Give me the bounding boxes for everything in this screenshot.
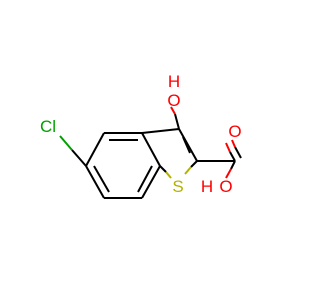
- bond-c3-c2-inner: [182, 136, 191, 154]
- acid-oxygen-label: O: [219, 177, 232, 196]
- carbonyl-oxygen-label: O: [228, 122, 241, 141]
- bond-c4-c5: [85, 132, 105, 167]
- bond-c2-s-carbon: [190, 160, 198, 168]
- bond-c7a-c4a: [141, 132, 161, 167]
- bond-c7-c7a-inner: [137, 165, 153, 193]
- bond-c7a-s-carbon: [159, 165, 167, 173]
- bond-cooh-oh-carbon: [230, 160, 236, 170]
- bond-c5-c6: [85, 165, 105, 199]
- hydroxyl-oxygen-label: O: [167, 91, 180, 110]
- bond-c5-cl-carbon: [71, 149, 87, 167]
- bonds: [59, 106, 242, 199]
- bond-cooh-co-carbon: [229, 151, 236, 162]
- acid-hydrogen-label: H: [201, 177, 213, 196]
- bond-c5-cl: [59, 135, 73, 151]
- bond-c5-c6-inner: [93, 165, 110, 193]
- bond-c3-oh: [170, 106, 176, 115]
- bond-c3-c2: [178, 128, 198, 162]
- atom-labels: Cl S O H O O H: [40, 72, 242, 196]
- bond-cooh-co: [225, 142, 231, 153]
- bond-c3-oh-carbon: [174, 113, 180, 130]
- bond-cooh-oh: [225, 168, 232, 179]
- hydroxyl-hydrogen-label: H: [168, 72, 180, 91]
- bond-c2-s: [184, 166, 192, 175]
- bond-cooh-co-2: [231, 139, 236, 148]
- structure-canvas: Cl S O H O O H: [39, 72, 242, 199]
- bond-c7-c7a: [141, 165, 161, 199]
- molecule-diagram: Cl S O H O O H: [40, 72, 242, 199]
- chlorine-label: Cl: [40, 117, 56, 136]
- sulfur-label: S: [172, 177, 183, 196]
- bond-c7a-s: [165, 171, 172, 179]
- bond-c4a-c3: [141, 128, 180, 134]
- bond-cooh-co-2-carbon: [234, 146, 242, 159]
